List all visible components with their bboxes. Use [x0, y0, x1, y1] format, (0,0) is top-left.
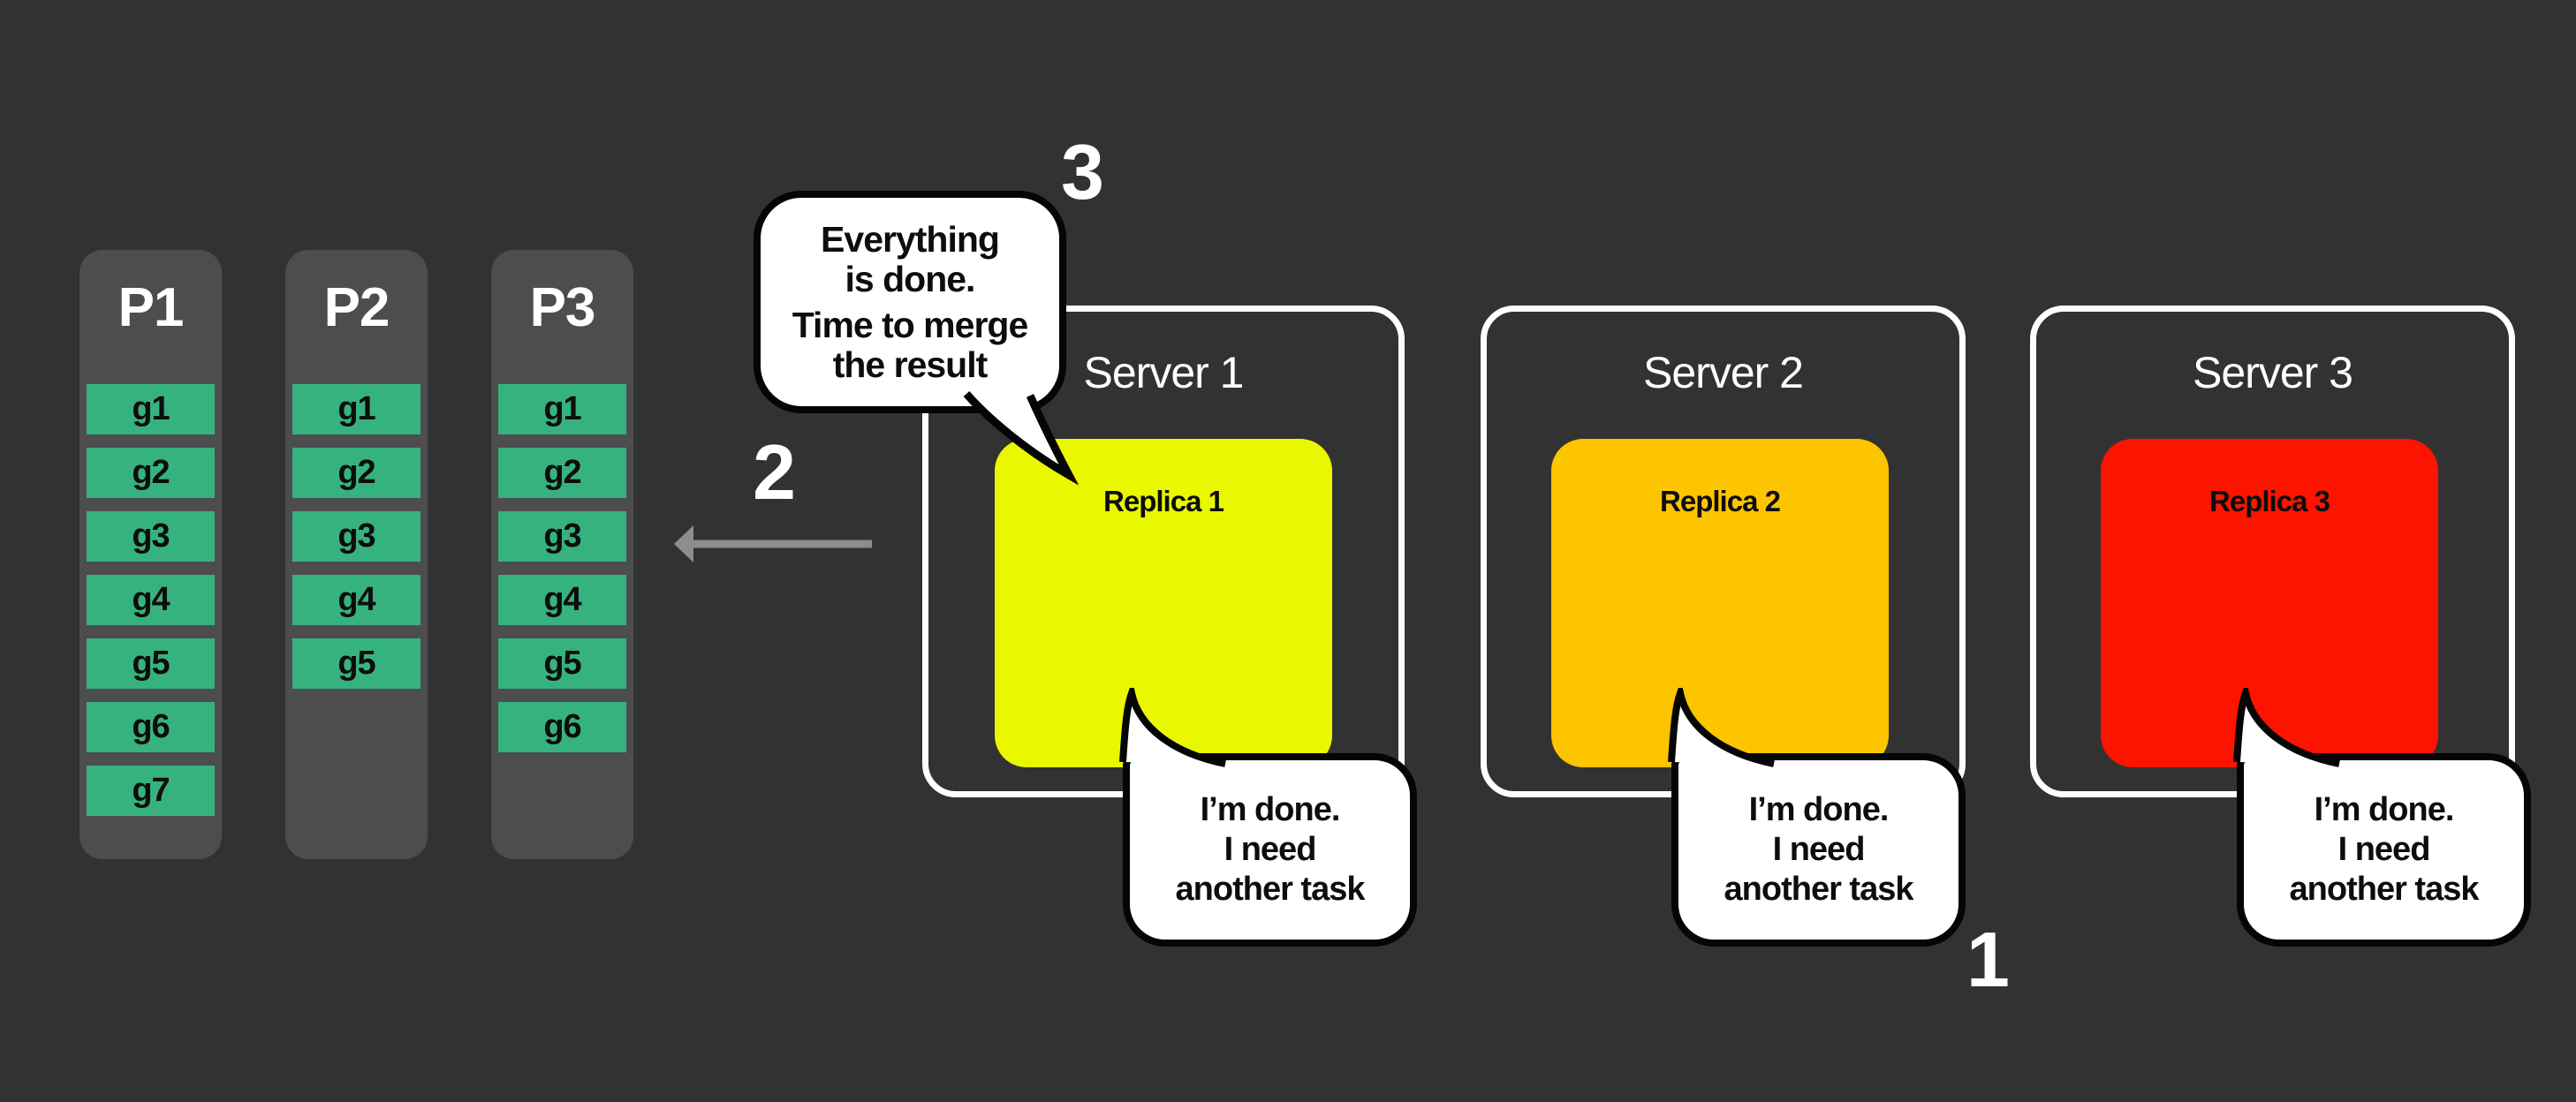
bubble-line: I’m done. — [2314, 791, 2455, 828]
task-cell: g2 — [292, 448, 420, 498]
partition-title: P1 — [117, 277, 185, 338]
task-cell: g4 — [87, 575, 215, 625]
bubble-line: I need — [1772, 831, 1866, 868]
bubble-tail-icon — [1668, 688, 1775, 767]
bubble-line: Everything — [821, 218, 1000, 260]
bubble-line: another task — [2289, 871, 2480, 908]
step-label-1: 1 — [1966, 916, 2010, 1003]
bubble-tail-icon — [2233, 688, 2340, 767]
bubble-line: I need — [2337, 831, 2431, 868]
partition-p3: P3 g1 g2 g3 g4 g5 g6 — [491, 250, 633, 859]
replica-3: Replica 3 — [2101, 439, 2438, 767]
task-cell: g3 — [498, 511, 626, 562]
server-1-box: Server 1 — [922, 306, 1405, 797]
merge-bubble: Everything is done. Time to merge the re… — [754, 191, 1066, 413]
task-cell: g5 — [498, 638, 626, 689]
bubble-line: I need — [1224, 831, 1317, 868]
task-cell: g5 — [292, 638, 420, 689]
task-cell: g4 — [498, 575, 626, 625]
partition-title: P3 — [529, 277, 596, 338]
bubble-line: another task — [1724, 871, 1914, 908]
bubble-line: is done. — [845, 258, 976, 299]
replica-2: Replica 2 — [1551, 439, 1889, 767]
step-label-2: 2 — [753, 428, 796, 516]
partition-title: P2 — [323, 277, 390, 338]
task-list: g1 g2 g3 g4 g5 g6 g7 — [87, 384, 215, 816]
task-cell: g1 — [87, 384, 215, 434]
server-title: Server 2 — [1643, 348, 1804, 397]
partition-p2: P2 g1 g2 g3 g4 g5 — [285, 250, 428, 859]
task-list: g1 g2 g3 g4 g5 g6 — [498, 384, 626, 752]
replica-title: Replica 2 — [1660, 485, 1781, 517]
server-title: Server 3 — [2193, 348, 2353, 397]
bubble-line: another task — [1175, 871, 1366, 908]
bubble-line: I’m done. — [1748, 791, 1890, 828]
bubble-line: I’m done. — [1200, 791, 1341, 828]
task-cell: g4 — [292, 575, 420, 625]
task-cell: g6 — [87, 702, 215, 752]
task-cell: g2 — [498, 448, 626, 498]
replica-title: Replica 1 — [1103, 485, 1224, 517]
task-cell: g7 — [87, 766, 215, 816]
bubble-tail-icon — [963, 391, 1080, 486]
replica-title: Replica 3 — [2209, 485, 2330, 517]
replica-1: Replica 1 — [995, 439, 1332, 767]
bubble-tail-icon — [1119, 688, 1226, 767]
task-cell: g1 — [292, 384, 420, 434]
server-title: Server 1 — [1083, 348, 1245, 397]
task-cell: g6 — [498, 702, 626, 752]
task-cell: g3 — [292, 511, 420, 562]
left-arrow-icon — [674, 525, 872, 562]
task-cell: g3 — [87, 511, 215, 562]
task-cell: g1 — [498, 384, 626, 434]
partition-p1: P1 g1 g2 g3 g4 g5 g6 g7 — [80, 250, 222, 859]
step-label-3: 3 — [1061, 128, 1104, 215]
task-cell: g2 — [87, 448, 215, 498]
task-cell: g5 — [87, 638, 215, 689]
bubble-line: the result — [832, 343, 989, 385]
bubble-line: Time to merge — [792, 304, 1028, 345]
task-list: g1 g2 g3 g4 g5 — [292, 384, 420, 689]
